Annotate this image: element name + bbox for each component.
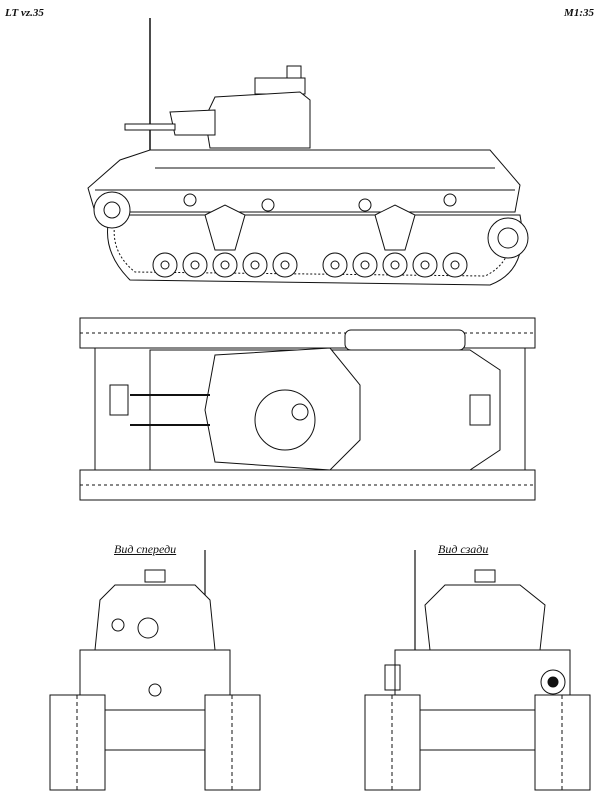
top-view [80,318,535,500]
front-view [50,550,260,790]
rear-view [365,550,590,790]
side-view [88,18,528,285]
model-label: LT vz.35 [5,7,44,19]
front-view-caption: Вид спереди [114,542,177,556]
rear-view-caption: Вид сзади [438,542,489,556]
scale-label: M1:35 [564,7,594,19]
